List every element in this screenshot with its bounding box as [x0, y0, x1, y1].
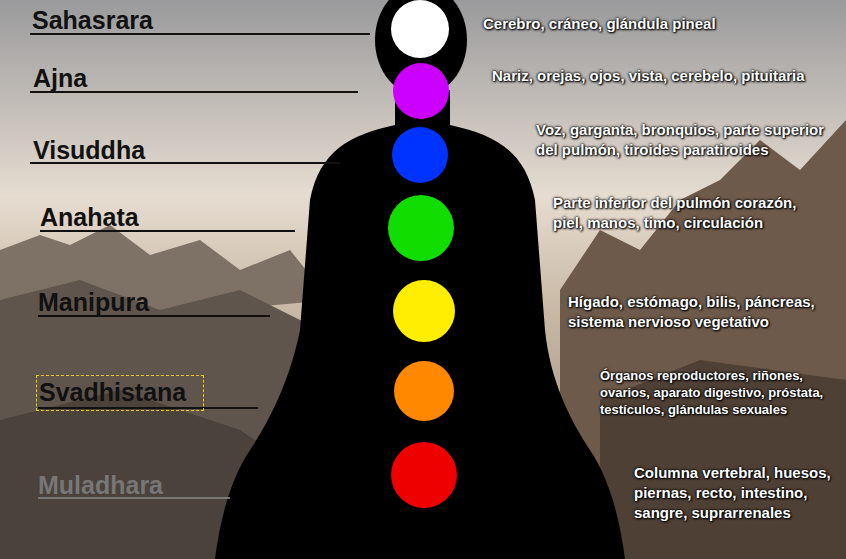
chakra-name: Muladhara [38, 471, 163, 499]
chakra-name: Svadhistana [39, 378, 203, 406]
chakra-name: Visuddha [33, 136, 145, 164]
chakra-name: Ajna [33, 64, 87, 92]
body-parts-text: Nariz, orejas, ojos, vista, cerebelo, pi… [492, 66, 822, 86]
body-parts-text: Hígado, estómago, bilis, páncreas, siste… [568, 292, 838, 332]
body-parts-text: Cerebro, cráneo, glándula pineal [483, 14, 843, 34]
body-parts-text: Columna vertebral, huesos, piernas, rect… [634, 463, 839, 523]
selection-box: Svadhistana [36, 375, 204, 411]
body-parts-text: Parte inferior del pulmón corazón, piel,… [553, 193, 823, 233]
chakra-name: Manipura [38, 288, 149, 316]
chakra-name: Sahasrara [32, 6, 153, 34]
chakra-name: Anahata [40, 203, 139, 231]
body-parts-text: Órganos reproductores, riñones, ovarios,… [600, 367, 840, 418]
body-parts-text: Voz, garganta, bronquios, parte superior… [536, 120, 841, 160]
